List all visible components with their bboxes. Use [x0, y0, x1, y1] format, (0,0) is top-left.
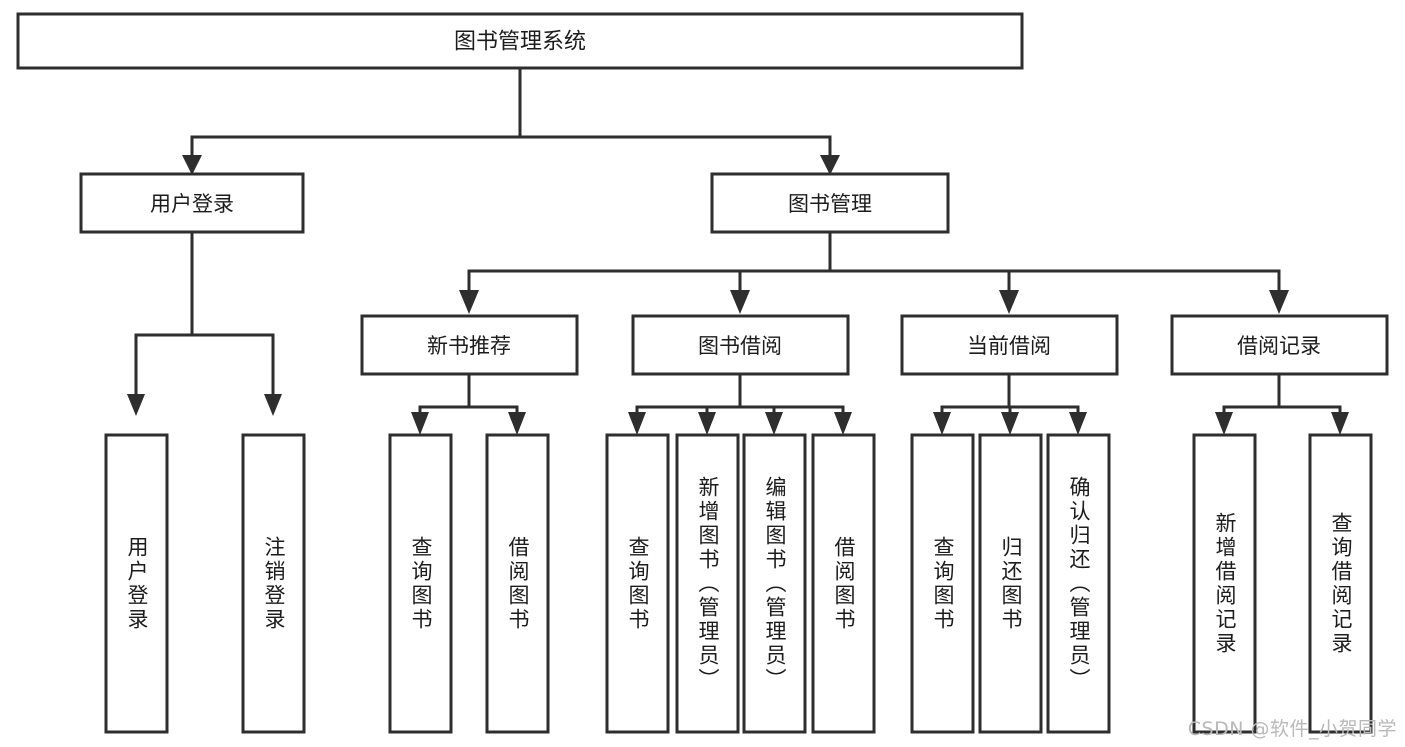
connector-group-login	[127, 230, 282, 416]
node-book-borrow-label: 图书借阅	[698, 334, 782, 358]
node-current-borrow[interactable]: 当前借阅	[900, 314, 1119, 376]
node-root-label: 图书管理系统	[454, 30, 586, 55]
arrow-head-logout-leaf	[264, 394, 282, 416]
node-book-management-box[interactable]	[710, 172, 950, 234]
arrow-head-current-leaf-2	[1001, 412, 1019, 435]
node-new-book-recommend-label: 新书推荐	[427, 334, 511, 358]
arrow-head-user-login-leaf	[127, 394, 145, 416]
connector-group-newbook	[411, 372, 526, 435]
arrow-head-borrow-leaf-2	[698, 412, 716, 435]
node-book-borrow[interactable]: 图书借阅	[631, 314, 850, 376]
leaf-box-confirm-return-admin[interactable]	[1046, 433, 1111, 734]
watermark-text: CSDN @软件_小贺同学	[1187, 718, 1397, 740]
arrow-head-newbook	[459, 290, 479, 314]
leaf-box-borrow-book-2[interactable]	[811, 433, 876, 734]
arrow-head-newbook-leaf-1	[411, 412, 429, 435]
arrow-head-borrow-leaf-4	[834, 412, 852, 435]
leaf-box-user-login[interactable]	[104, 433, 169, 734]
leaf-box-add-book-admin[interactable]	[675, 433, 740, 734]
arrow-head-current	[999, 290, 1019, 314]
connector-group-borrow	[628, 372, 852, 435]
node-root[interactable]: 图书管理系统	[16, 12, 1024, 70]
arrow-head-record-leaf-2	[1331, 412, 1349, 435]
leaf-box-edit-book-admin[interactable]	[742, 433, 807, 734]
arrow-head-bookmgmt	[820, 155, 840, 175]
node-root-box[interactable]	[16, 12, 1024, 70]
leaf-box-query-book-2[interactable]	[605, 433, 670, 734]
connector-group-record	[1215, 372, 1349, 435]
node-book-borrow-box[interactable]	[631, 314, 850, 376]
arrow-head-current-leaf-1	[933, 412, 951, 435]
node-user-login-label: 用户登录	[150, 192, 234, 216]
node-borrow-record-label: 借阅记录	[1237, 334, 1321, 358]
arrow-head-login	[182, 155, 202, 175]
node-new-book-recommend-box[interactable]	[360, 314, 579, 376]
node-user-login-box[interactable]	[79, 172, 305, 234]
arrow-head-current-leaf-3	[1069, 412, 1087, 435]
node-borrow-record[interactable]: 借阅记录	[1170, 314, 1389, 376]
leaf-box-logout[interactable]	[241, 433, 306, 734]
arrow-head-record	[1269, 290, 1289, 314]
leaf-box-query-book-1[interactable]	[388, 433, 453, 734]
leaf-box-add-record[interactable]	[1192, 433, 1257, 734]
node-user-login[interactable]: 用户登录	[79, 172, 305, 234]
leaf-box-borrow-book-1[interactable]	[485, 433, 550, 734]
leaf-box-query-record[interactable]	[1308, 433, 1373, 734]
node-book-management-label: 图书管理	[788, 192, 872, 216]
connector-group-root	[182, 66, 840, 175]
leaf-box-return-book[interactable]	[978, 433, 1043, 734]
connector-group-bookmgmt	[459, 230, 1289, 314]
leaf-box-query-book-3[interactable]	[910, 433, 975, 734]
arrow-head-record-leaf-1	[1215, 412, 1233, 435]
arrow-head-borrow-leaf-1	[628, 412, 646, 435]
arrow-head-borrow-leaf-3	[765, 412, 783, 435]
node-current-borrow-box[interactable]	[900, 314, 1119, 376]
connector-group-current	[933, 372, 1087, 435]
arrow-head-borrow	[730, 290, 750, 314]
node-book-management[interactable]: 图书管理	[710, 172, 950, 234]
node-borrow-record-box[interactable]	[1170, 314, 1389, 376]
node-current-borrow-label: 当前借阅	[967, 334, 1051, 358]
arrow-head-newbook-leaf-2	[508, 412, 526, 435]
node-new-book-recommend[interactable]: 新书推荐	[360, 314, 579, 376]
